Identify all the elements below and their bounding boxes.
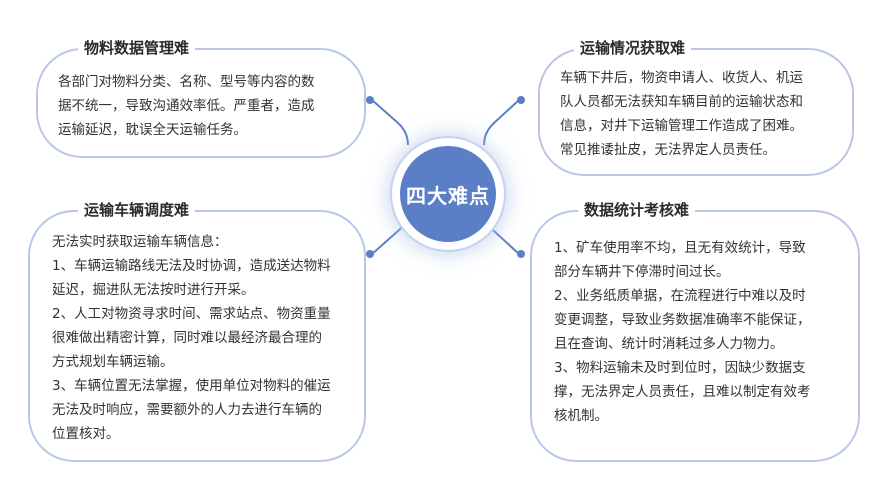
panel-text-line: 很难做出精密计算，同时难以最经济最合理的 [52,330,322,346]
panel-text-line: 无法实时获取运输车辆信息： [52,234,228,250]
panel-text-line: 3、物料运输未及时到位时，因缺少数据支 [554,360,806,376]
connector-dot-bottom-left [366,250,374,258]
panel-text-line: 各部门对物料分类、名称、型号等内容的数 [58,74,315,90]
center-hub-label: 四大难点 [400,146,496,242]
connector-dot-top-right [517,96,525,104]
connector-top-right [483,99,520,146]
panel-text-line: 部分车辆井下停滞时间过长。 [554,264,730,280]
panel-body: 车辆下井后，物资申请人、收货人、机运 队人员都无法获知车辆目前的运输状态和 信息… [560,66,838,162]
panel-text-line: 常见推诿扯皮，无法界定人员责任。 [560,142,776,158]
panel-transport-status: 运输情况获取难 车辆下井后，物资申请人、收货人、机运 队人员都无法获知车辆目前的… [538,37,854,176]
connector-dot-bottom-right [517,250,525,258]
panel-body: 1、矿车使用率不均，且无有效统计，导致 部分车辆井下停滞时间过长。 2、业务纸质… [554,236,850,428]
connector-dot-top-left [366,96,374,104]
panel-body: 无法实时获取运输车辆信息： 1、车辆运输路线无法及时协调，造成送达物料 延迟，掘… [52,230,356,446]
center-hub: 四大难点 [392,138,504,250]
panel-title: 物料数据管理难 [78,37,196,59]
panel-body: 各部门对物料分类、名称、型号等内容的数 据不统一，导致沟通效率低。严重者，造成 … [58,70,350,142]
panel-text-line: 信息，对井下运输管理工作造成了困难。 [560,118,803,134]
panel-text-line: 据不统一，导致沟通效率低。严重者，造成 [58,98,315,114]
connector-top-left [371,99,409,146]
panel-text-line: 1、矿车使用率不均，且无有效统计，导致 [554,240,806,256]
panel-text-line: 延迟，掘进队无法按时进行开采。 [52,282,255,298]
panel-text-line: 1、车辆运输路线无法及时协调，造成送达物料 [52,258,331,274]
panel-text-line: 车辆下井后，物资申请人、收货人、机运 [560,70,803,86]
panel-text-line: 位置核对。 [52,426,120,442]
panel-text-line: 2、人工对物资寻求时间、需求站点、物资重量 [52,306,331,322]
panel-data-statistics: 数据统计考核难 1、矿车使用率不均，且无有效统计，导致 部分车辆井下停滞时间过长… [530,199,860,462]
panel-material-data: 物料数据管理难 各部门对物料分类、名称、型号等内容的数 据不统一，导致沟通效率低… [36,37,366,158]
panel-title: 运输车辆调度难 [78,199,196,221]
panel-text-line: 方式规划车辆运输。 [52,354,174,370]
panel-text-line: 运输延迟，耽误全天运输任务。 [58,122,247,138]
panel-title: 运输情况获取难 [574,37,692,59]
panel-text-line: 变更调整，导致业务数据准确率不能保证， [554,312,811,328]
panel-text-line: 无法及时响应，需要额外的人力去进行车辆的 [52,402,322,418]
panel-text-line: 2、业务纸质单据，在流程进行中难以及时 [554,288,806,304]
panel-title: 数据统计考核难 [578,199,696,221]
panel-text-line: 且在查询、统计时消耗过多人力物力。 [554,336,784,352]
panel-text-line: 队人员都无法获知车辆目前的运输状态和 [560,94,803,110]
panel-text-line: 3、车辆位置无法掌握，使用单位对物料的催运 [52,378,331,394]
panel-vehicle-dispatch: 运输车辆调度难 无法实时获取运输车辆信息： 1、车辆运输路线无法及时协调，造成送… [28,199,366,462]
panel-text-line: 撑，无法界定人员责任，且难以制定有效考 [554,384,811,400]
panel-text-line: 核机制。 [554,408,608,424]
